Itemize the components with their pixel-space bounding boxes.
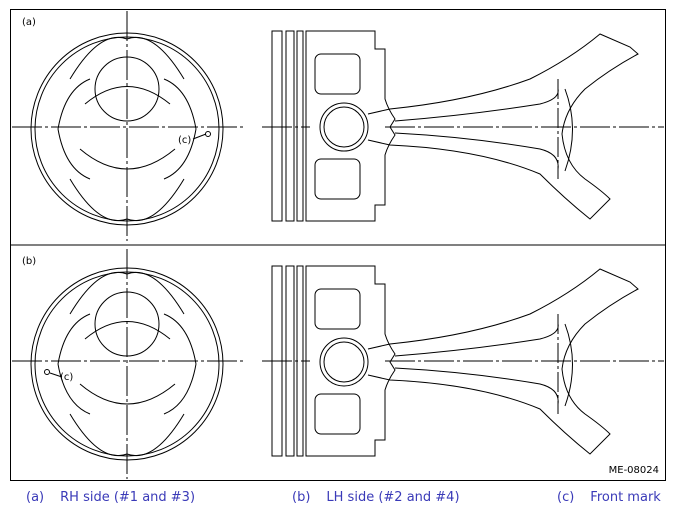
connecting-rod-b	[367, 268, 664, 455]
panel-b-label: (b)	[22, 256, 36, 267]
piston-crown-top-view-b: (c)	[12, 249, 245, 479]
panel-a-label: (a)	[22, 17, 36, 28]
panel-b: (b) (c)	[12, 249, 664, 479]
connecting-rod-a	[367, 33, 664, 220]
legend-item-a: (a) RH side (#1 and #3)	[26, 490, 195, 505]
legend-item-c: (c) Front mark	[557, 490, 661, 505]
piston-crown-top-view-a: (c)	[12, 11, 245, 241]
legend-text-c: Front mark	[590, 490, 661, 505]
legend: (a) RH side (#1 and #3) (b) LH side (#2 an…	[0, 490, 679, 512]
legend-item-b: (b) LH side (#2 and #4)	[292, 490, 460, 505]
front-mark-callout-b: (c)	[60, 372, 73, 383]
legend-key-b: (b)	[292, 490, 311, 505]
piston-side-view-a	[262, 30, 396, 222]
piston-diagram: (a) (c)	[10, 11, 666, 479]
panel-a: (a) (c)	[12, 11, 664, 241]
legend-text-b: LH side (#2 and #4)	[326, 490, 460, 505]
figure-code: ME-08024	[608, 465, 659, 476]
front-mark-callout-a: (c)	[178, 135, 191, 146]
legend-key-a: (a)	[26, 490, 45, 505]
legend-text-a: RH side (#1 and #3)	[60, 490, 196, 505]
legend-key-c: (c)	[557, 490, 575, 505]
piston-side-view-b	[262, 265, 396, 457]
